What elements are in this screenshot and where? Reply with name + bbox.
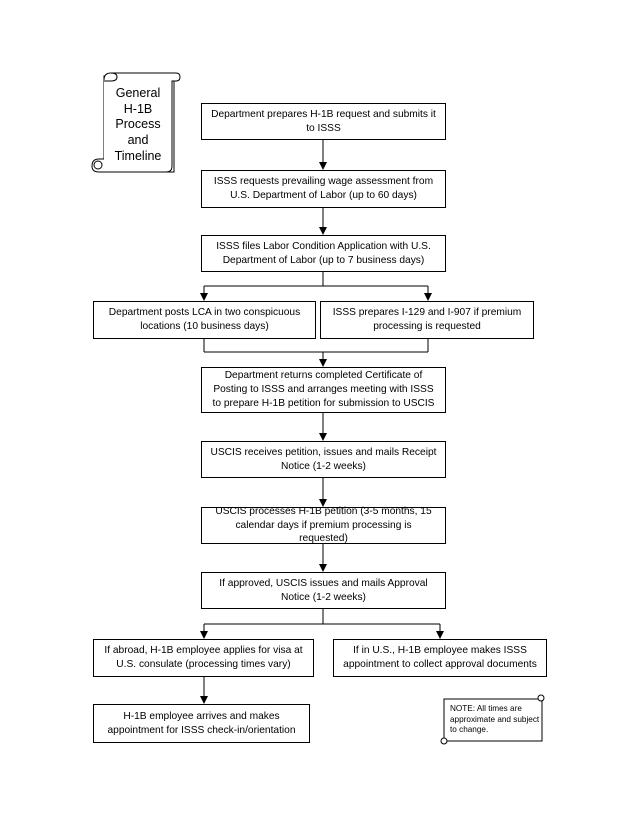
timing-note: NOTE: All times are approximate and subj…	[450, 704, 540, 735]
title-scroll	[91, 72, 181, 173]
split-8	[200, 608, 444, 639]
step-uscis-processes: USCIS processes H-1B petition (3-5 month…	[201, 505, 446, 545]
step-label: USCIS receives petition, issues and mail…	[210, 446, 437, 472]
merge-4	[203, 338, 429, 367]
step-label: If in U.S., H-1B employee makes ISSS app…	[343, 645, 537, 670]
step-label: USCIS processes H-1B petition (3-5 month…	[215, 505, 432, 545]
split-3	[200, 271, 432, 301]
step-label: If abroad, H-1B employee applies for vis…	[104, 645, 303, 670]
step-prepare-i129: ISSS prepares I-129 and I-907 if premium…	[320, 301, 534, 339]
step-abroad-visa: If abroad, H-1B employee applies for vis…	[93, 639, 314, 677]
step-label: Department prepares H-1B request and sub…	[211, 108, 436, 134]
step-label: Department returns completed Certificate…	[212, 370, 435, 409]
step-label: ISSS prepares I-129 and I-907 if premium…	[332, 307, 522, 332]
step-approval-notice: If approved, USCIS issues and mails Appr…	[201, 572, 446, 609]
step-post-lca: Department posts LCA in two conspicuous …	[93, 301, 316, 339]
step-arrives-check-in: H-1B employee arrives and makes appointm…	[93, 704, 310, 743]
step-receipt-notice: USCIS receives petition, issues and mail…	[201, 441, 446, 478]
chart-title: General H-1B Process and Timeline	[114, 86, 162, 163]
step-prevailing-wage: ISSS requests prevailing wage assessment…	[201, 170, 446, 208]
step-certificate-of-posting: Department returns completed Certificate…	[201, 367, 446, 413]
step-label: ISSS files Labor Condition Application w…	[216, 240, 431, 266]
step-in-us-appointment: If in U.S., H-1B employee makes ISSS app…	[333, 639, 547, 677]
step-label: ISSS requests prevailing wage assessment…	[213, 176, 434, 201]
step-label: If approved, USCIS issues and mails Appr…	[219, 577, 428, 603]
step-file-lca: ISSS files Labor Condition Application w…	[201, 235, 446, 272]
step-label: Department posts LCA in two conspicuous …	[108, 307, 301, 332]
step-department-prepares-request: Department prepares H-1B request and sub…	[201, 103, 446, 140]
step-label: H-1B employee arrives and makes appointm…	[107, 710, 296, 736]
note-scroll	[440, 694, 545, 745]
